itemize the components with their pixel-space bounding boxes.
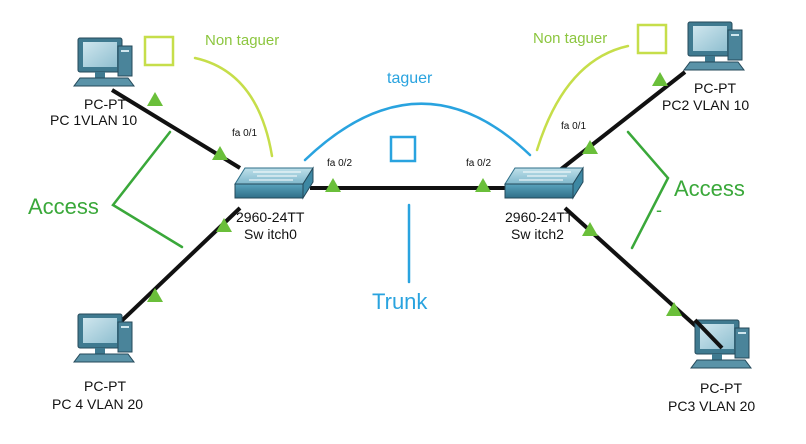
trunk-label: Trunk: [372, 289, 428, 314]
pc4-icon[interactable]: [73, 313, 135, 363]
switch2-model-label: 2960-24TT: [505, 209, 574, 225]
switch0-model-label: 2960-24TT: [236, 209, 305, 225]
link-indicators: [147, 72, 682, 316]
access-label-left: Access: [28, 194, 99, 219]
pc1-type-label: PC-PT: [84, 96, 126, 112]
link-indicator-sw2-pc3: [582, 222, 598, 236]
switch0-port-fa01-label: fa 0/1: [232, 128, 258, 139]
switch0-icon[interactable]: [234, 167, 314, 199]
untagged-curve-right: [535, 44, 630, 152]
annotation-strokes: [111, 23, 670, 284]
pc2-icon[interactable]: [683, 21, 745, 71]
switch0-name-label: Sw itch0: [244, 226, 297, 242]
pc2-type-label: PC-PT: [694, 80, 736, 96]
access-label-right: Access: [674, 176, 745, 201]
access-bracket-right: [626, 130, 670, 250]
switch0-port-fa02-label: fa 0/2: [327, 158, 353, 169]
pc3-name-label: PC3 VLAN 20: [668, 398, 756, 414]
link-indicator-sw2-fa02: [475, 178, 491, 192]
link-indicator-sw0-fa02: [325, 178, 341, 192]
switch2-icon[interactable]: [504, 167, 584, 199]
untagged-square-left: [143, 35, 175, 67]
link-indicator-sw0-pc4: [216, 218, 232, 232]
link-switch2-pc2: [558, 70, 687, 172]
link-indicator-sw0-fa01: [212, 146, 228, 160]
pc4-name-label: PC 4 VLAN 20: [52, 396, 144, 412]
link-indicator-sw2-fa01: [582, 140, 598, 154]
pc3-type-label: PC-PT: [700, 380, 742, 396]
pc1-name-label: PC 1VLAN 10: [50, 112, 138, 128]
untagged-label-left: Non taguer: [205, 32, 280, 49]
access-dash-mark: -: [656, 200, 662, 220]
pc2-name-label: PC2 VLAN 10: [662, 97, 750, 113]
switch2-port-fa01-label: fa 0/1: [561, 121, 587, 132]
access-bracket-left: [111, 130, 184, 249]
switch2-name-label: Sw itch2: [511, 226, 564, 242]
tagged-arc: [303, 102, 532, 162]
tagged-label: taguer: [387, 70, 433, 87]
pc4-type-label: PC-PT: [84, 378, 126, 394]
switch2-port-fa02-label: fa 0/2: [466, 158, 492, 169]
pc3-cable-end: [693, 318, 724, 350]
link-indicator-pc4: [147, 288, 163, 302]
link-indicator-pc1: [147, 92, 163, 106]
tagged-square: [389, 135, 417, 163]
untagged-square-right: [636, 23, 668, 55]
untagged-curve-left: [193, 56, 274, 158]
pc1-icon[interactable]: [73, 37, 135, 87]
untagged-label-right: Non taguer: [533, 30, 608, 47]
link-indicator-pc2: [652, 72, 668, 86]
link-indicator-pc3: [666, 302, 682, 316]
